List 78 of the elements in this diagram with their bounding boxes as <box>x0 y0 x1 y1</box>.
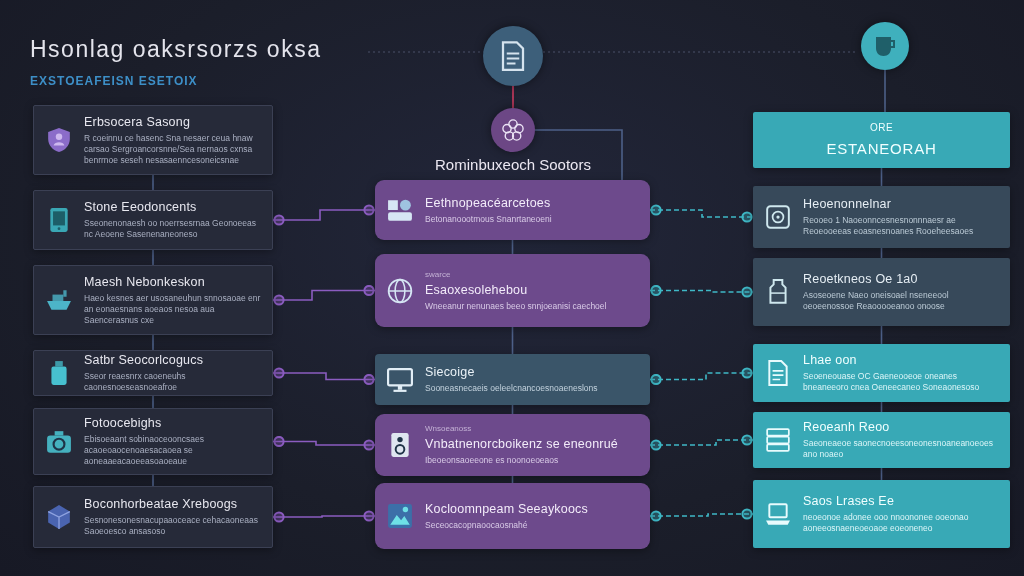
connector <box>511 326 514 355</box>
card-text: Ibeoeonsaoeeone es noonoeoeaos <box>425 455 560 466</box>
card-text: neoeonoe adonee ooo nnoononee ooeonao aoneeosnaeneoeoaoe eoeoneneo <box>803 512 970 534</box>
connector <box>152 174 154 191</box>
info-card <box>753 186 1010 248</box>
connector <box>152 249 154 266</box>
info-card <box>33 486 273 548</box>
info-card <box>375 254 650 327</box>
connector <box>272 435 376 451</box>
subtitle: EXSTOEAFEISN ESETOIX <box>30 74 198 88</box>
card-title: Fotoocebighs <box>84 416 163 431</box>
connector <box>152 474 154 487</box>
circle-node <box>491 108 535 152</box>
card-text: Saeoneaeoe saonecnoeesoneonesnoaneanoeoes ano noaeo <box>803 438 994 460</box>
card-title: Lhae oon <box>803 353 858 368</box>
info-card <box>33 265 273 335</box>
banner-kicker: ORE <box>869 122 894 134</box>
card-text: Haeo kesnes aer usosaneuhun snnosaoae enr an eonaesnans aoeaos nesoa aua Saencerasnus cxe <box>84 292 262 326</box>
info-card <box>33 105 273 175</box>
card-title: Vnbatnenorcboikenz se eneonrué <box>425 437 619 452</box>
info-card <box>753 344 1010 402</box>
info-card <box>753 258 1010 326</box>
info-card <box>753 412 1010 468</box>
connector <box>649 284 754 298</box>
connector <box>884 69 886 113</box>
circle-node <box>861 22 909 70</box>
info-card <box>375 180 650 240</box>
connector <box>512 85 514 109</box>
info-card <box>33 408 273 475</box>
info-card <box>33 190 273 250</box>
card-text: Sseor reaesnrx caoeneuhs caonesnoeseasnoeafroe <box>84 371 187 393</box>
card-text: Wneeanur nenunaes beeo snnjoeanisi caechoel <box>425 300 608 312</box>
card-title: Eethnopeacéarcetoes <box>425 195 552 211</box>
circle-node <box>483 26 543 86</box>
card-title: Reoeanh Reoo <box>803 420 891 435</box>
card-title: Reoetkneos Oe 1a0 <box>803 272 919 287</box>
connector <box>534 129 623 181</box>
card-title: Siecoige <box>425 365 476 380</box>
card-text: Sooneasnecaeis oeleelcnancoesnoaeneslons <box>425 383 599 394</box>
card-text: Sseonenonaesh oo noerrsesrnaa Geonoeeas nc Aeoene Sasenenaneoneso <box>84 218 258 240</box>
info-card <box>375 354 650 405</box>
card-title: Esaoxesolehebou <box>425 282 529 298</box>
connector <box>272 510 376 523</box>
card-title: Stone Eeodoncents <box>84 200 198 215</box>
card-text: Reooeo 1 Naoeonncesnesnonnnaesr ae Reoeooeeas eoasnesnoanes Rooeheesaoes <box>803 215 975 237</box>
card-text: Ebisoeaant sobinaoceooncsaes acaoeoaocenoaesacaoea se aoneaaeacaoeeasoaoeaue <box>84 434 206 467</box>
connector <box>272 284 376 306</box>
connector <box>649 434 754 451</box>
card-text: Seceocacopnaoocaosnahé <box>425 519 529 531</box>
card-title: Saos Lrases Ee <box>803 494 896 509</box>
connector <box>649 508 754 522</box>
card-title: Heoenonnelnar <box>803 197 893 212</box>
card-title: Kocloomnpeam Seeaykoocs <box>425 501 590 517</box>
card-text: Sesnonesonesnacupaaoceace cehacaoneaas Saoeoesco ansasoso <box>84 515 259 537</box>
node-caption: Rominbuxeoch Sootors <box>434 156 592 173</box>
card-kicker: swarce <box>425 269 452 280</box>
connector <box>272 204 376 226</box>
info-card <box>375 414 650 476</box>
diagram-title: Hsonlag oaksrsorzs oksa <box>30 36 322 63</box>
connector <box>649 204 754 223</box>
banner-title: ESTANEORAH <box>826 140 937 158</box>
info-card <box>753 480 1010 548</box>
connector <box>649 367 754 386</box>
connector <box>152 395 154 409</box>
card-text: Asoseoene Naeo oneisoael nseneeool oeoeenossoe Reaooooeanoo onoose <box>803 290 950 312</box>
info-card <box>375 483 650 549</box>
card-title: Satbr Seocorlcogucs <box>84 353 205 368</box>
card-title: Erbsocera Sasong <box>84 114 192 130</box>
card-text: Betonanoootmous Snanrtaneoeni <box>425 213 553 225</box>
connector <box>272 367 376 386</box>
header-banner <box>753 112 1010 168</box>
card-title: Boconhorbeatae Xreboogs <box>84 497 239 512</box>
connector <box>152 334 154 351</box>
card-title: Maesh Nebonkeskon <box>84 274 206 290</box>
info-card <box>33 350 273 396</box>
card-text: R coeinnu ce hasenc Sna nesaer ceua hnaw carsao Sergroancorsnne/Sea nernaos cxnsa benrrnoe seseh nesasaenncesoneicsnae <box>84 132 254 166</box>
card-text: Seoeneouase OC Gaeneooeoe oneanes bneaneeoro cnea Oeneecaneo Soneaonesoso <box>803 371 981 393</box>
card-kicker: Wnsoeanoss <box>425 424 473 434</box>
